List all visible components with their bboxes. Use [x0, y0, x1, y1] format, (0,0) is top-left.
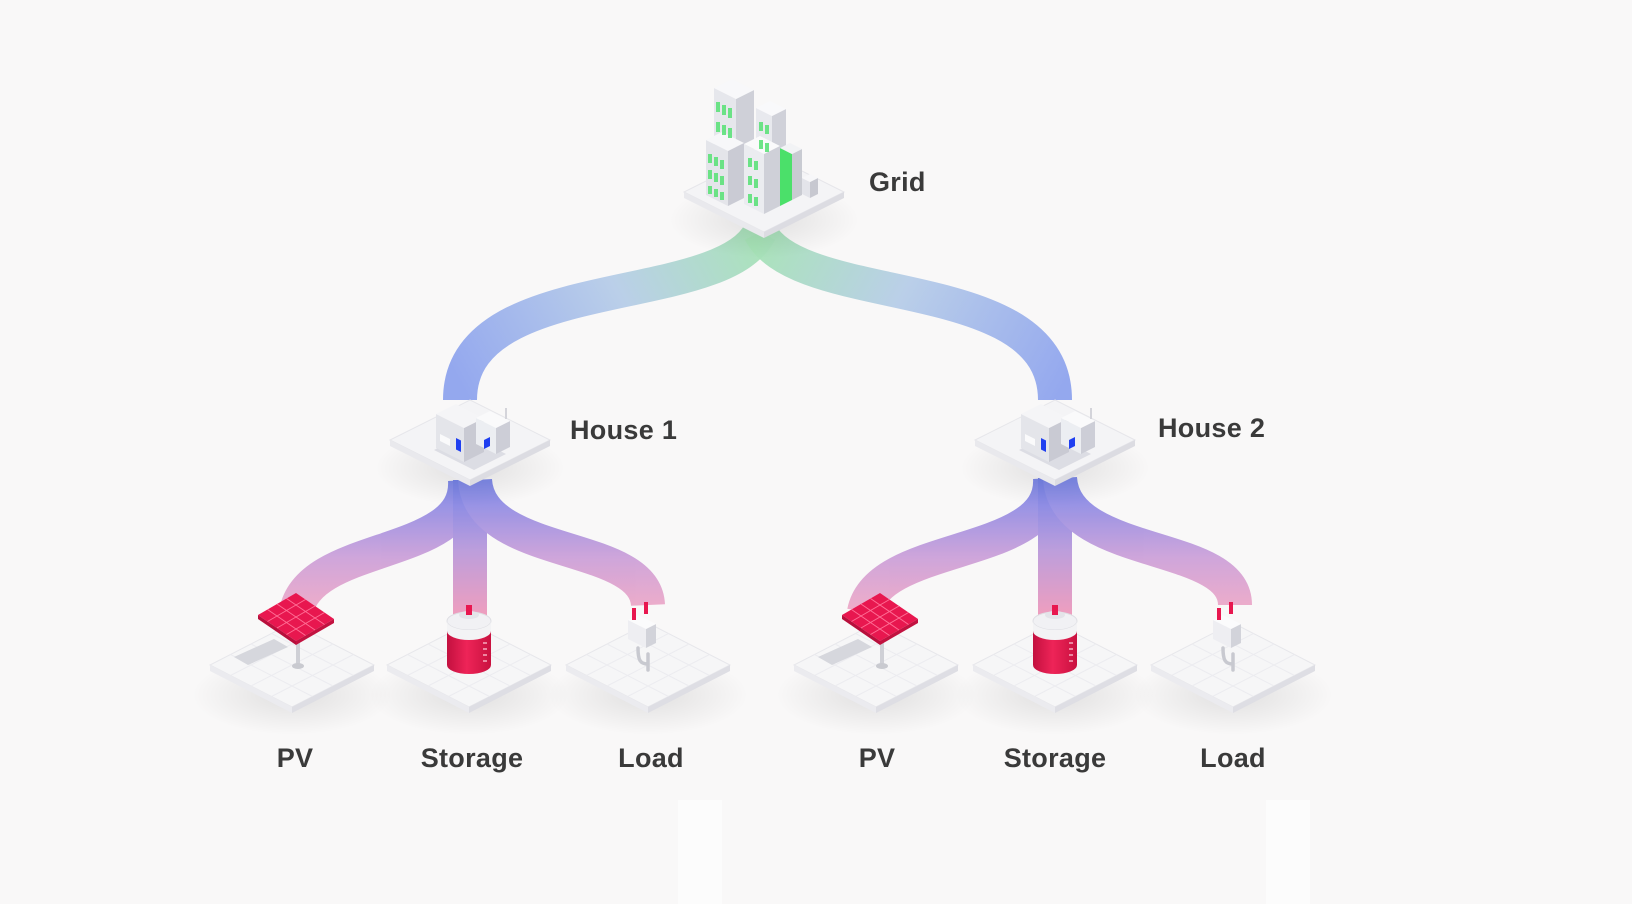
house2-storage-node	[954, 604, 1156, 736]
house1-storage-label: Storage	[420, 743, 524, 773]
house2-pv-label: PV	[858, 743, 896, 773]
house2-load-node	[1132, 600, 1334, 736]
house2-load-label: Load	[1200, 743, 1266, 773]
flow-grid-to-house2	[744, 222, 1072, 402]
house1-node	[374, 399, 566, 507]
flow-grid-to-house1	[443, 222, 776, 402]
house2-pv-node	[775, 591, 977, 736]
grid-node	[668, 79, 860, 259]
house1-load-node	[547, 600, 749, 736]
battery-tank-icon	[1032, 604, 1078, 675]
house2-storage-label: Storage	[1003, 743, 1107, 773]
house1-pv-label: PV	[276, 743, 314, 773]
grid-label: Grid	[869, 167, 926, 197]
house1-load-label: Load	[618, 743, 684, 773]
house1-pv-node	[191, 591, 393, 736]
house2-label: House 2	[1158, 413, 1266, 443]
city-buildings-icon	[706, 79, 818, 214]
house1-storage-node	[368, 604, 570, 736]
house1-label: House 1	[570, 415, 678, 445]
background-smudges	[678, 800, 1310, 904]
house2node	[959, 399, 1151, 507]
battery-tank-icon	[446, 604, 492, 675]
